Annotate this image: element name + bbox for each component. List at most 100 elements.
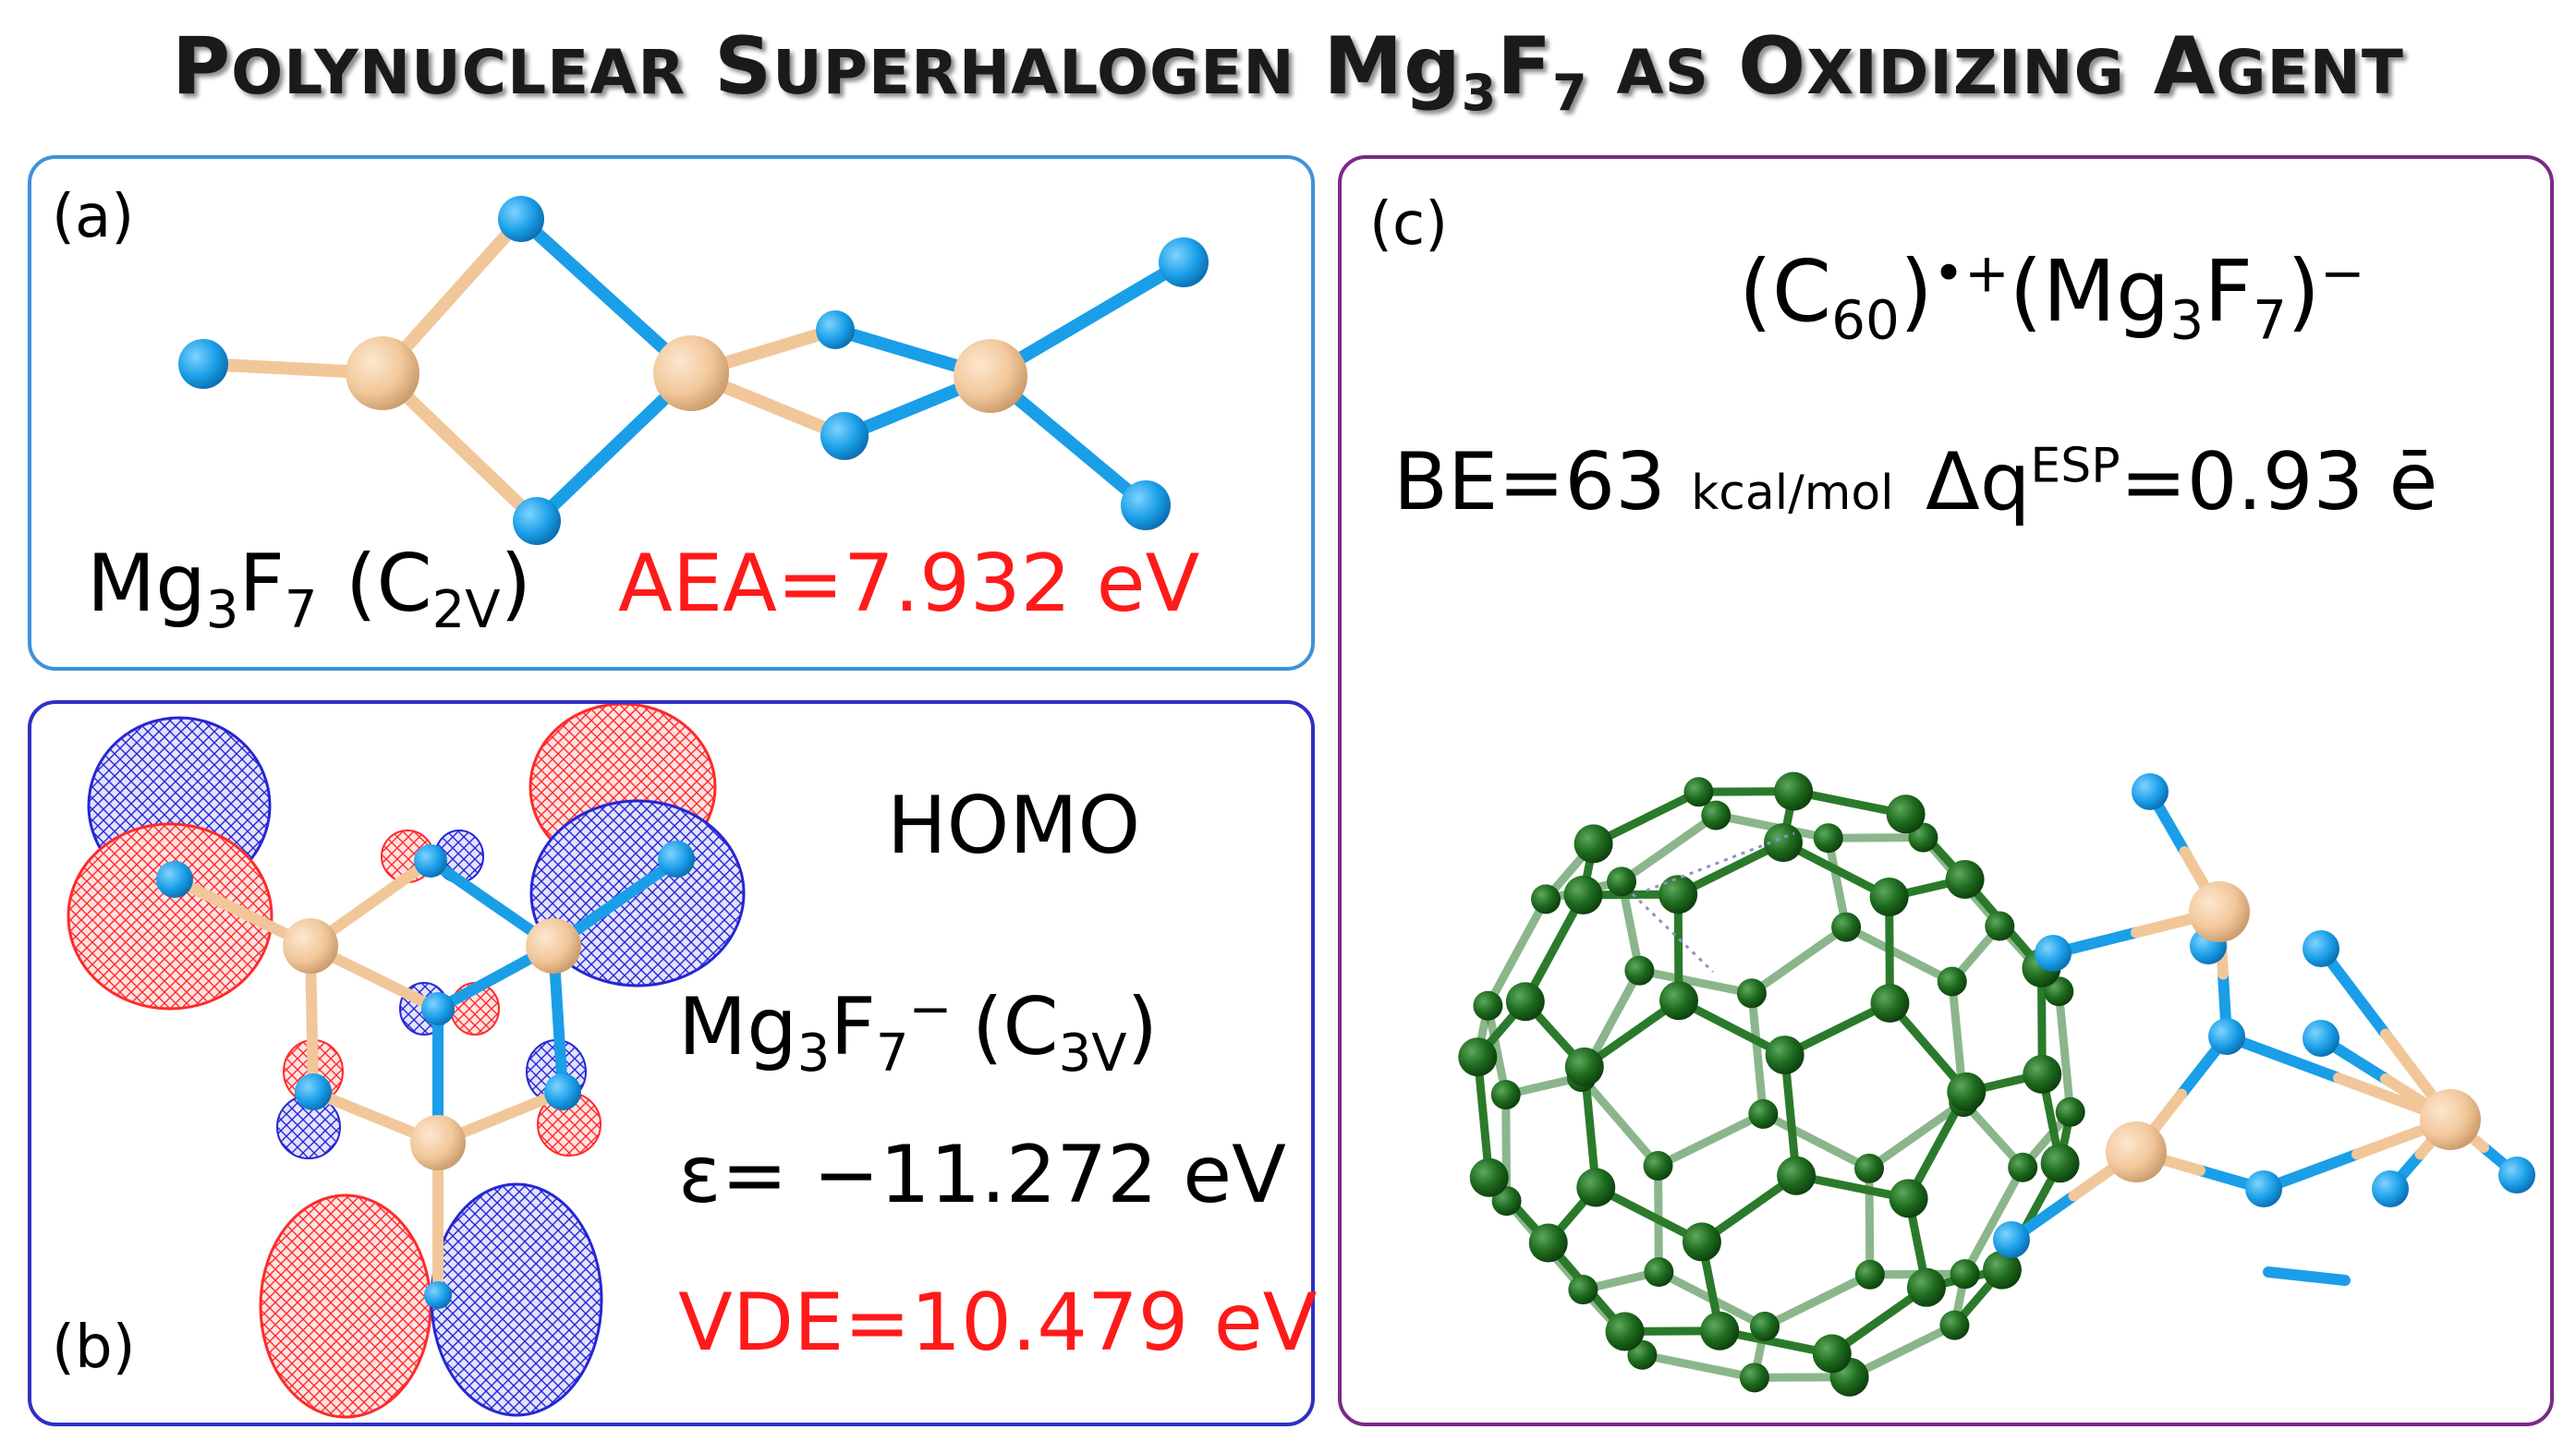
c60-bond bbox=[1865, 1097, 1968, 1173]
c60-bond bbox=[1591, 1183, 1707, 1246]
carbon-atom bbox=[1831, 912, 1862, 942]
fluorine-atom bbox=[2208, 1018, 2245, 1055]
fluorine-atom bbox=[2372, 1170, 2409, 1207]
c60-bond bbox=[1654, 1109, 1768, 1170]
carbon-atom bbox=[1469, 1157, 1509, 1197]
carbon-atom bbox=[1736, 978, 1767, 1009]
fluorine-atom bbox=[2132, 773, 2169, 810]
carbon-atom bbox=[1564, 1047, 1604, 1086]
carbon-atom bbox=[1906, 1267, 1946, 1307]
c60-bond bbox=[1674, 996, 1790, 1060]
carbon-atom bbox=[1659, 875, 1698, 915]
carbon-atom bbox=[1889, 1179, 1928, 1218]
carbon-atom bbox=[1812, 1334, 1852, 1374]
binding-energy: BE=63 kcal/mol bbox=[1393, 436, 1894, 528]
complex-formula: (C60)•+(Mg3F7)− bbox=[1739, 241, 2365, 352]
c60-bond bbox=[1865, 1164, 1875, 1279]
c60-bond bbox=[1747, 923, 1851, 998]
homo-orbital-plot bbox=[67, 704, 746, 1419]
carbon-atom bbox=[1701, 800, 1732, 830]
carbon-atom bbox=[1574, 824, 1613, 864]
carbon-atom bbox=[1869, 877, 1909, 916]
carbon-atom bbox=[1985, 911, 2015, 941]
carbon-atom bbox=[1605, 1312, 1645, 1351]
carbon-atom bbox=[2023, 1054, 2062, 1094]
c60-bond bbox=[1637, 1351, 1759, 1382]
carbon-atom bbox=[1886, 794, 1926, 834]
carbon-atom bbox=[1774, 771, 1814, 811]
carbon-atom bbox=[1939, 1310, 1970, 1340]
panel-a-aea: AEA=7.932 eV bbox=[618, 538, 1200, 630]
carbon-atom bbox=[1854, 1259, 1885, 1290]
c60-bond bbox=[1473, 1052, 1494, 1182]
panel-a-formula: Mg3F7 bbox=[87, 538, 318, 641]
carbon-atom bbox=[1505, 982, 1545, 1022]
carbon-atom bbox=[1870, 983, 1910, 1023]
carbon-atom bbox=[1947, 1072, 1987, 1111]
panel-b-vde: VDE=10.479 eV bbox=[678, 1277, 1318, 1369]
carbon-atom bbox=[1750, 1311, 1780, 1341]
carbon-atom bbox=[1528, 1223, 1568, 1263]
magnesium-atom bbox=[2106, 1121, 2167, 1182]
c60-bond bbox=[1779, 838, 1894, 902]
carbon-atom bbox=[1473, 990, 1503, 1021]
carbon-atom bbox=[1748, 1098, 1779, 1129]
carbon-atom bbox=[1700, 1311, 1740, 1351]
carbon-atom bbox=[1937, 966, 1967, 997]
carbon-atom bbox=[1982, 1250, 2022, 1290]
c60-bond bbox=[1780, 1050, 1801, 1181]
c60-bond bbox=[1841, 923, 1957, 986]
c60-mg3f7-complex bbox=[1458, 771, 2535, 1397]
panel-a-symmetry: (C2V) bbox=[346, 538, 532, 641]
panel-b: (b) HOMO Mg3F7− (C3V) ε= −11.272 eV VDE=… bbox=[28, 700, 1318, 1426]
carbon-atom bbox=[1945, 859, 1985, 899]
orbital-energy: ε= −11.272 eV bbox=[678, 1129, 1286, 1221]
carbon-atom bbox=[1531, 884, 1561, 915]
carbon-atom bbox=[1624, 955, 1655, 986]
carbon-atom bbox=[1490, 1080, 1521, 1110]
fluorine-atom bbox=[2245, 1170, 2282, 1207]
carbon-atom bbox=[1643, 1151, 1673, 1181]
c60-bond bbox=[1521, 891, 1587, 1006]
figure-title: POLYNUCLEAR SUPERHALOGEN Mg3F7 AS OXIDIZ… bbox=[172, 20, 2404, 123]
fluorine-atom bbox=[1993, 1221, 2030, 1258]
carbon-atom bbox=[1458, 1037, 1498, 1077]
mg3f7-fragment bbox=[1993, 773, 2535, 1258]
c60-bond bbox=[1747, 988, 1768, 1119]
mg-f-bond bbox=[2221, 1031, 2344, 1084]
fluorine-atom bbox=[2035, 935, 2072, 972]
panel-a-label: (a) bbox=[52, 183, 135, 251]
c60-bond bbox=[1634, 966, 1756, 998]
carbon-atom bbox=[1950, 1259, 1980, 1290]
c60-bond bbox=[1617, 811, 1720, 886]
c60-bond bbox=[1483, 1001, 1511, 1099]
carbon-atom bbox=[1813, 823, 1843, 854]
c60-bond bbox=[1824, 833, 1927, 842]
c60-bond bbox=[1760, 1270, 1875, 1331]
panel-c-label: (c) bbox=[1369, 190, 1449, 259]
panel-b-label: (b) bbox=[52, 1314, 136, 1382]
c60-bond bbox=[1961, 1163, 2027, 1278]
fluorine-atom bbox=[2498, 1157, 2535, 1193]
c60-bond bbox=[1589, 787, 1703, 848]
c60-bond bbox=[1845, 1321, 1959, 1382]
c60-bond bbox=[1824, 833, 1851, 932]
panel-b-formula: Mg3F7− bbox=[678, 979, 953, 1084]
carbon-atom bbox=[1777, 1156, 1817, 1195]
carbon-atom bbox=[1568, 1275, 1598, 1305]
magnesium-atom bbox=[2420, 1089, 2481, 1150]
carbon-atom bbox=[1739, 1363, 1769, 1393]
c60-bond bbox=[1673, 838, 1788, 899]
carbon-atom bbox=[1659, 981, 1698, 1021]
fluorine-atom bbox=[2303, 930, 2339, 967]
charge-transfer: ΔqESP=0.93 ē bbox=[1926, 436, 2438, 528]
carbon-atom bbox=[1854, 1153, 1885, 1183]
carbon-atom bbox=[1607, 866, 1637, 897]
carbon-atom bbox=[1765, 1036, 1804, 1075]
c60-bond bbox=[1885, 999, 1971, 1097]
magnesium-atom bbox=[2189, 881, 2250, 942]
c60-bond bbox=[2054, 987, 2075, 1117]
mg3f7-c2v-structure bbox=[178, 196, 1209, 545]
carbon-atom bbox=[1576, 1168, 1616, 1207]
c60-bond bbox=[1780, 999, 1894, 1060]
